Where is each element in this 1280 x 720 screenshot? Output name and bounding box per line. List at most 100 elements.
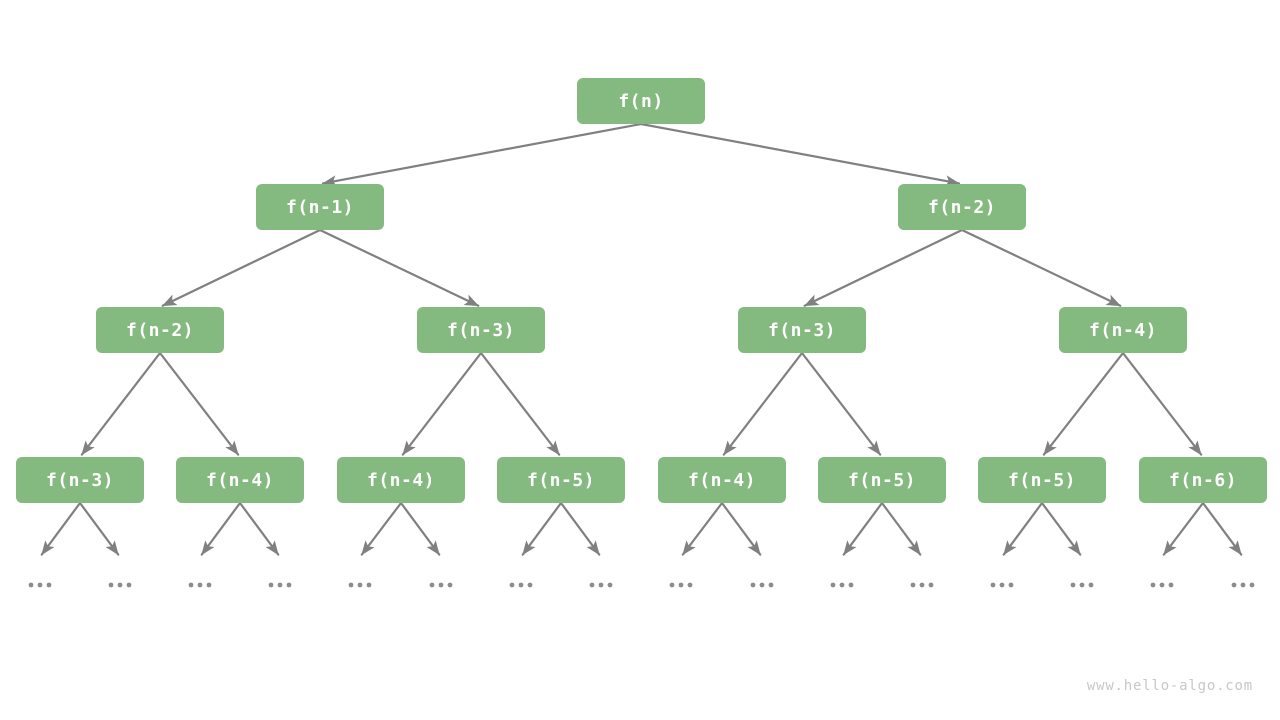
ellipsis-layer xyxy=(28,582,1255,588)
tree-edge-stub xyxy=(1162,501,1205,556)
tree-edge xyxy=(639,122,961,187)
ellipsis-dot xyxy=(598,582,604,588)
tree-edge xyxy=(960,228,1122,307)
node-background xyxy=(738,307,866,353)
tree-edge xyxy=(401,351,483,456)
node-background xyxy=(818,457,946,503)
tree-node-n12[interactable]: f(n-5) xyxy=(818,457,946,503)
ellipsis-dot xyxy=(919,582,925,588)
tree-edge-stub xyxy=(681,501,724,556)
ellipsis-dot xyxy=(1159,582,1165,588)
ellipsis-marker xyxy=(509,582,533,588)
tree-node-n11[interactable]: f(n-4) xyxy=(658,457,786,503)
tree-node-n6[interactable]: f(n-4) xyxy=(1059,307,1187,353)
ellipsis-stubs-layer xyxy=(40,501,1243,556)
ellipsis-dot xyxy=(1249,582,1255,588)
ellipsis-dot xyxy=(46,582,52,588)
tree-edge-stub xyxy=(78,501,120,556)
node-background xyxy=(658,457,786,503)
nodes-layer: f(n) f(n-1) f(n-2) f(n-2) f(n-3) f(n-3) f(n-4)… xyxy=(16,78,1267,503)
tree-node-n7[interactable]: f(n-3) xyxy=(16,457,144,503)
ellipsis-dot xyxy=(687,582,693,588)
watermark: www.hello-algo.com xyxy=(1087,678,1253,694)
node-label: f(n) xyxy=(618,91,663,112)
node-background xyxy=(256,184,384,230)
tree-edge-stub xyxy=(880,501,922,556)
node-label: f(n-5) xyxy=(1008,470,1076,491)
tree-edge-stub xyxy=(399,501,441,556)
node-background xyxy=(417,307,545,353)
ellipsis-dot xyxy=(1231,582,1237,588)
ellipsis-dot xyxy=(117,582,123,588)
ellipsis-dot xyxy=(830,582,836,588)
tree-edge-stub xyxy=(842,501,884,556)
node-label: f(n-2) xyxy=(928,197,996,218)
node-label: f(n-5) xyxy=(527,470,595,491)
node-label: f(n-4) xyxy=(1089,320,1157,341)
tree-node-n5[interactable]: f(n-3) xyxy=(738,307,866,353)
node-label: f(n-3) xyxy=(447,320,515,341)
node-background xyxy=(577,78,705,124)
node-background xyxy=(898,184,1026,230)
ellipsis-dot xyxy=(277,582,283,588)
ellipsis-marker xyxy=(108,582,132,588)
ellipsis-dot xyxy=(108,582,114,588)
ellipsis-dot xyxy=(848,582,854,588)
ellipsis-dot xyxy=(429,582,435,588)
ellipsis-dot xyxy=(750,582,756,588)
tree-edge xyxy=(722,351,804,456)
ellipsis-dot xyxy=(447,582,453,588)
ellipsis-marker xyxy=(830,582,854,588)
tree-node-n0[interactable]: f(n) xyxy=(577,78,705,124)
node-label: f(n-3) xyxy=(768,320,836,341)
tree-node-n13[interactable]: f(n-5) xyxy=(978,457,1106,503)
ellipsis-dot xyxy=(990,582,996,588)
tree-edge xyxy=(1121,351,1203,456)
ellipsis-dot xyxy=(206,582,212,588)
tree-edge-stub xyxy=(521,501,563,556)
ellipsis-dot xyxy=(126,582,132,588)
ellipsis-dot xyxy=(348,582,354,588)
tree-edge xyxy=(800,351,882,456)
ellipsis-dot xyxy=(768,582,774,588)
tree-node-n1[interactable]: f(n-1) xyxy=(256,184,384,230)
tree-node-n4[interactable]: f(n-3) xyxy=(417,307,545,353)
ellipsis-dot xyxy=(1079,582,1085,588)
ellipsis-marker xyxy=(348,582,372,588)
ellipsis-dot xyxy=(438,582,444,588)
ellipsis-dot xyxy=(589,582,595,588)
ellipsis-dot xyxy=(518,582,524,588)
tree-node-n14[interactable]: f(n-6) xyxy=(1139,457,1267,503)
tree-edge xyxy=(80,351,162,456)
ellipsis-dot xyxy=(1070,582,1076,588)
tree-edge xyxy=(479,351,561,456)
tree-node-n2[interactable]: f(n-2) xyxy=(898,184,1026,230)
ellipsis-marker xyxy=(429,582,453,588)
node-background xyxy=(96,307,224,353)
ellipsis-dot xyxy=(678,582,684,588)
ellipsis-marker xyxy=(1150,582,1174,588)
tree-node-n9[interactable]: f(n-4) xyxy=(337,457,465,503)
ellipsis-marker xyxy=(28,582,52,588)
edges-layer xyxy=(80,122,1203,456)
ellipsis-dot xyxy=(1150,582,1156,588)
node-background xyxy=(497,457,625,503)
tree-edge-stub xyxy=(1201,501,1243,556)
ellipsis-marker xyxy=(669,582,693,588)
ellipsis-dot xyxy=(527,582,533,588)
tree-edge-stub xyxy=(360,501,403,556)
tree-node-n8[interactable]: f(n-4) xyxy=(176,457,304,503)
tree-edge-stub xyxy=(40,501,82,556)
ellipsis-dot xyxy=(286,582,292,588)
tree-edge-stub xyxy=(238,501,280,556)
ellipsis-dot xyxy=(366,582,372,588)
ellipsis-marker xyxy=(268,582,292,588)
tree-node-n3[interactable]: f(n-2) xyxy=(96,307,224,353)
ellipsis-dot xyxy=(197,582,203,588)
tree-node-n10[interactable]: f(n-5) xyxy=(497,457,625,503)
ellipsis-dot xyxy=(509,582,515,588)
ellipsis-marker xyxy=(589,582,613,588)
ellipsis-dot xyxy=(607,582,613,588)
node-background xyxy=(16,457,144,503)
ellipsis-marker xyxy=(990,582,1014,588)
